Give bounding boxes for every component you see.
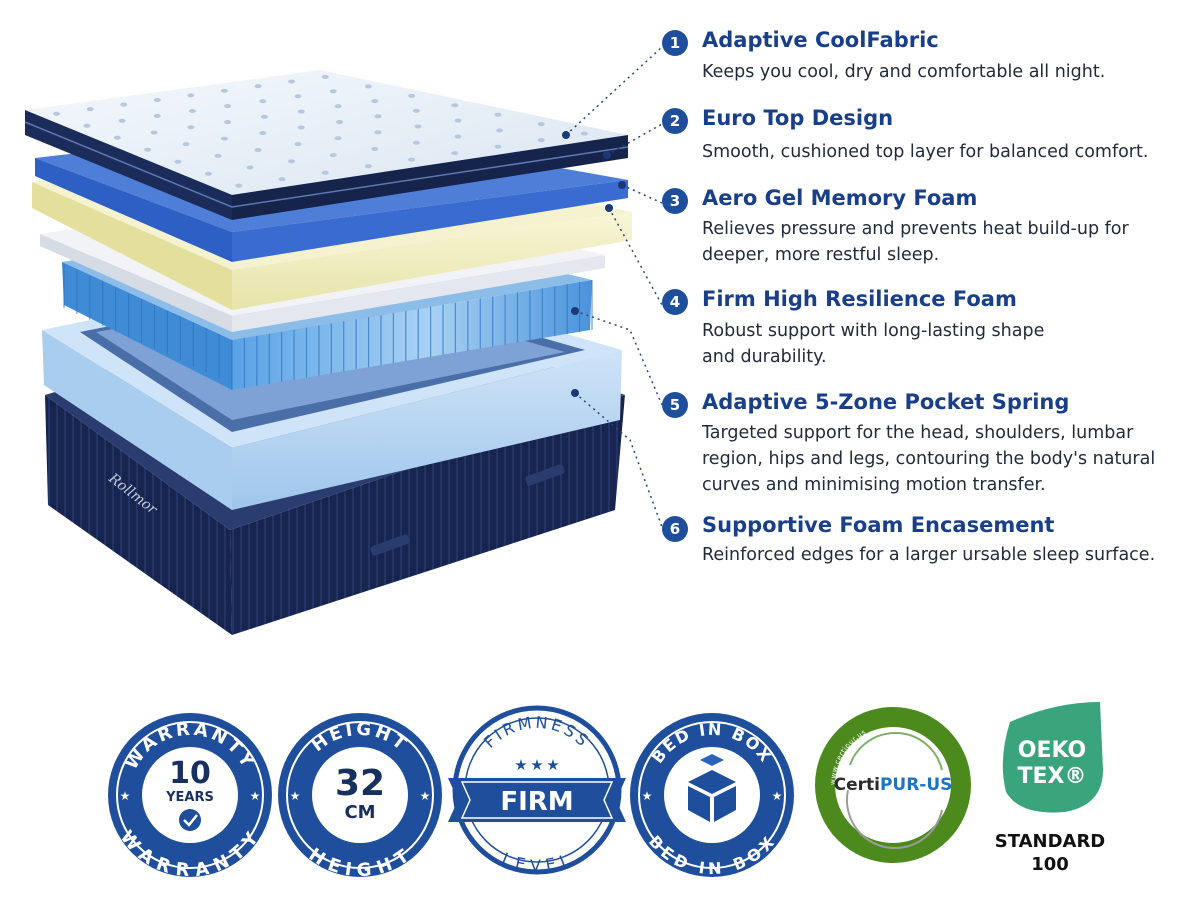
feature-number-4: 4: [662, 289, 688, 315]
firmness-value: FIRM: [500, 787, 573, 817]
feature-number-1: 1: [662, 30, 688, 56]
feature-number-5: 5: [662, 392, 688, 418]
leader-dots: [562, 131, 626, 397]
feature-number-2: 2: [662, 108, 688, 134]
oeko-tex-standard-label: STANDARD 100: [994, 831, 1106, 875]
svg-text:★: ★: [420, 789, 431, 803]
certipur-logo-text-1: Certi: [834, 775, 880, 795]
quilted-top-cover: [24, 70, 629, 220]
warranty-unit: YEARS: [165, 790, 214, 805]
height-unit: CM: [344, 802, 375, 823]
feature-description-1: Keeps you cool, dry and comfortable all …: [702, 62, 1106, 82]
feature-description-3: Relieves pressure and prevents heat buil…: [702, 219, 1129, 265]
warranty-badge: WARRANTY WARRANTY ★ ★ 10 YEARS: [108, 713, 272, 881]
feature-number-6: 6: [662, 516, 688, 542]
svg-text:★: ★: [642, 789, 653, 803]
svg-text:★: ★: [772, 789, 783, 803]
firmness-star-icon: ★: [530, 756, 543, 774]
svg-text:★: ★: [120, 789, 131, 803]
feature-title-6: Supportive Foam Encasement: [702, 513, 1055, 537]
certipur-us-badge: www.certipur.us CertiPUR-US: [815, 707, 971, 863]
feature-title-5: Adaptive 5-Zone Pocket Spring: [702, 390, 1070, 414]
height-value: 32: [335, 763, 385, 804]
height-badge: HEIGHT HEIGHT ★ ★ 32 CM: [278, 713, 442, 881]
firmness-badge: FIRMNESS LEVEL ★★★ FIRM: [448, 705, 626, 875]
box-icon: [688, 754, 736, 822]
check-circle-icon: [179, 809, 201, 831]
warranty-value: 10: [169, 756, 211, 791]
bed-in-box-badge: BED IN BOX BED IN BOX ★ ★: [630, 713, 794, 878]
oeko-tex-badge: OEKO TEX®: [1002, 702, 1103, 813]
feature-title-4: Firm High Resilience Foam: [702, 287, 1017, 311]
firmness-star-icon: ★: [546, 756, 559, 774]
certipur-logo-text-2: PUR-US: [880, 775, 952, 795]
feature-description-5: Targeted support for the head, shoulders…: [702, 423, 1156, 495]
feature-title-2: Euro Top Design: [702, 106, 894, 130]
svg-text:CertiPUR-US: CertiPUR-US: [834, 775, 953, 795]
firmness-star-icon: ★: [514, 756, 527, 774]
firmness-ribbon: [448, 778, 626, 822]
feature-description-6: Reinforced edges for a larger ursable sl…: [702, 545, 1156, 565]
oeko-tex-logo-line-1: OEKO: [1018, 738, 1087, 763]
oeko-tex-logo-line-2: TEX®: [1018, 764, 1087, 789]
feature-number-3: 3: [662, 188, 688, 214]
leader-lines: [565, 46, 663, 528]
svg-text:★: ★: [250, 789, 261, 803]
feature-description-4: Robust support with long-lasting shape a…: [702, 321, 1045, 367]
feature-description-2: Smooth, cushioned top layer for balanced…: [702, 142, 1149, 162]
firmness-stars: ★★★: [514, 756, 559, 774]
feature-title-1: Adaptive CoolFabric: [702, 28, 939, 52]
svg-text:★: ★: [290, 789, 301, 803]
oeko-tex-leaf-icon: [1002, 702, 1103, 813]
feature-title-3: Aero Gel Memory Foam: [702, 186, 978, 210]
